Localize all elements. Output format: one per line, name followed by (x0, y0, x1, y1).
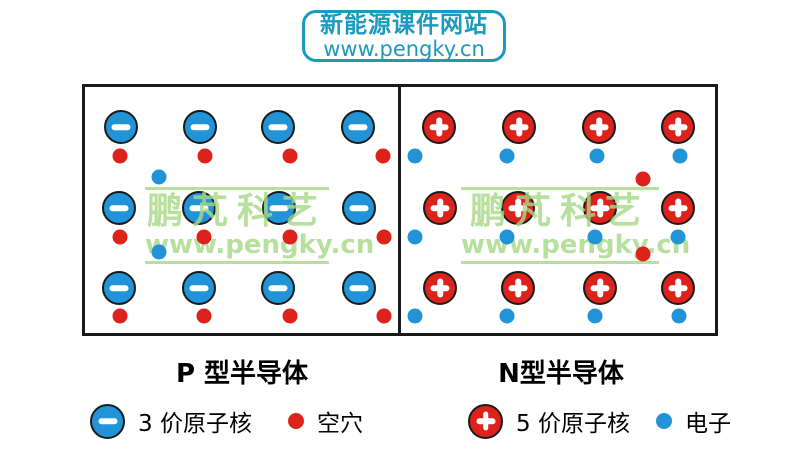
n-nucleus-icon (423, 191, 457, 225)
hole-icon (376, 308, 392, 324)
hole-icon (196, 229, 212, 245)
hole-icon (375, 148, 391, 164)
p-nucleus-icon (341, 110, 375, 144)
legend-label: 5 价原子核 (516, 411, 630, 437)
n-nucleus-icon (501, 191, 535, 225)
electron-icon (151, 244, 167, 260)
hole-icon (376, 229, 392, 245)
electron-icon (589, 148, 605, 164)
electron-icon (151, 169, 167, 185)
hole-icon (288, 413, 304, 429)
p-nucleus-icon (104, 110, 138, 144)
p-nucleus-icon (261, 110, 295, 144)
watermark-right-text: 鹏芃科艺 (469, 191, 650, 232)
electron-icon (499, 308, 515, 324)
legend-label: 空穴 (317, 411, 363, 437)
hole-icon (282, 229, 298, 245)
electron-icon (499, 148, 515, 164)
p-nucleus-icon (182, 191, 216, 225)
hole-icon (635, 246, 651, 262)
site-title: 新能源课件网站 (320, 11, 488, 38)
electron-icon (672, 148, 688, 164)
electron-icon (670, 229, 686, 245)
watermark-left-url: www.pengky.cn (145, 230, 375, 260)
legend-label: 电子 (685, 411, 731, 437)
electron-icon (499, 229, 515, 245)
legend-item-electron: 电子 (656, 403, 731, 439)
p-nucleus-icon (261, 271, 295, 305)
p-region-label: P 型半导体 (175, 359, 309, 389)
n-nucleus-icon (661, 271, 695, 305)
hole-icon (282, 308, 298, 324)
hole-icon (112, 229, 128, 245)
hole-icon (197, 148, 213, 164)
n-region-label: N型半导体 (498, 359, 624, 389)
watermark-left: 鹏芃科艺 www.pengky.cn (145, 187, 375, 264)
n-nucleus-icon (422, 110, 456, 144)
hole-icon (282, 148, 298, 164)
legend-item-n-nucleus: 5 价原子核 (468, 403, 630, 439)
hole-icon (112, 308, 128, 324)
hole-icon (635, 171, 651, 187)
legend-item-hole: 空穴 (288, 403, 363, 439)
electron-icon (656, 413, 672, 429)
hole-icon (196, 308, 212, 324)
p-nucleus-icon (102, 191, 136, 225)
p-nucleus-icon (102, 271, 136, 305)
electron-icon (407, 308, 423, 324)
electron-icon (407, 229, 423, 245)
legend-label: 3 价原子核 (138, 411, 252, 437)
n-nucleus-icon (661, 191, 695, 225)
region-divider-line (398, 84, 401, 336)
electron-icon (407, 148, 423, 164)
p-nucleus-icon (183, 110, 217, 144)
electron-icon (587, 229, 603, 245)
electron-icon (671, 308, 687, 324)
n-nucleus-icon (502, 110, 536, 144)
watermark-right-url: www.pengky.cn (461, 230, 691, 260)
n-nucleus-icon (501, 271, 535, 305)
n-nucleus-icon (423, 271, 457, 305)
p-nucleus-icon (262, 191, 296, 225)
n-nucleus-icon (583, 191, 617, 225)
site-url: www.pengky.cn (323, 36, 485, 61)
hole-icon (112, 148, 128, 164)
n-nucleus-icon (661, 110, 695, 144)
legend-item-p-nucleus: 3 价原子核 (90, 403, 252, 439)
n-nucleus-icon (583, 271, 617, 305)
watermark-left-text: 鹏芃科艺 (146, 191, 327, 232)
p-nucleus-icon (182, 271, 216, 305)
n-nucleus-icon (582, 110, 616, 144)
minus-nucleus-icon (90, 403, 125, 439)
site-badge: 新能源课件网站 www.pengky.cn (302, 10, 506, 62)
p-nucleus-icon (342, 271, 376, 305)
p-nucleus-icon (342, 191, 376, 225)
electron-icon (587, 308, 603, 324)
plus-nucleus-icon (468, 403, 503, 439)
watermark-right: 鹏芃科艺 www.pengky.cn (461, 187, 691, 264)
